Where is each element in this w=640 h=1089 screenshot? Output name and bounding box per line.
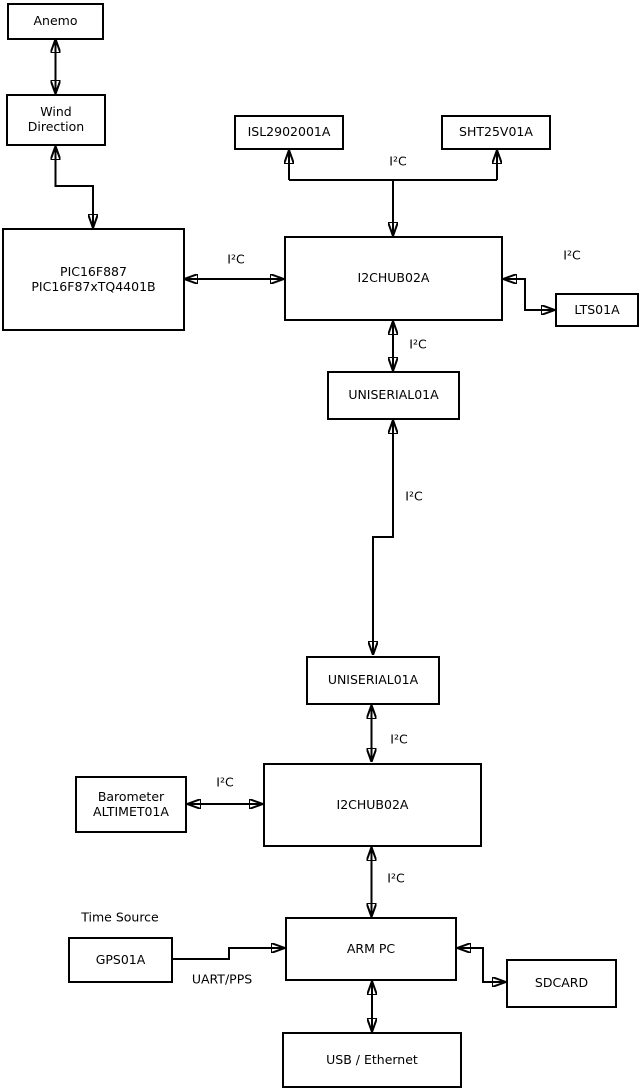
node-pic16f887: PIC16F887 PIC16F87xTQ4401B xyxy=(2,228,185,331)
node-uniserial01a-bottom-label: UNISERIAL01A xyxy=(327,672,419,688)
edge-uniserial1-uniserial2 xyxy=(373,420,393,655)
node-uniserial01a-top-label: UNISERIAL01A xyxy=(348,387,439,403)
edge-label-i2c-uniserial-hub2: I²C xyxy=(390,731,408,747)
edge-gps-armpc xyxy=(173,948,285,960)
node-sdcard: SDCARD xyxy=(506,959,617,1008)
node-uniserial01a-top: UNISERIAL01A xyxy=(327,371,460,420)
node-sdcard-label: SDCARD xyxy=(534,975,589,991)
edge-label-uart-pps: UART/PPS xyxy=(191,971,253,987)
edge-label-i2c-hub-uniserial: I²C xyxy=(409,336,427,352)
node-anemo: Anemo xyxy=(7,3,104,40)
edge-label-i2c-barometer-hub2: I²C xyxy=(216,774,234,790)
node-usb-ethernet-label: USB / Ethernet xyxy=(326,1051,418,1067)
node-i2chub02a-bottom-label: I2CHUB02A xyxy=(336,796,409,812)
node-sht25v01a: SHT25V01A xyxy=(441,115,551,150)
node-sht25v01a-label: SHT25V01A xyxy=(459,124,533,140)
node-arm-pc: ARM PC xyxy=(285,917,457,981)
node-i2chub02a-bottom: I2CHUB02A xyxy=(263,763,482,847)
edge-label-i2c-uniserial-link: I²C xyxy=(405,488,423,504)
node-wind-direction: Wind Direction xyxy=(6,94,106,146)
edge-hub1-lts xyxy=(503,279,555,310)
edge-wind-pic xyxy=(56,146,94,228)
node-barometer-altimet01a: Barometer ALTIMET01A xyxy=(75,776,187,833)
annotation-time-source: Time Source xyxy=(81,909,159,925)
edge-label-i2c-bus-top: I²C xyxy=(389,153,407,169)
edge-label-i2c-hub2-armpc: I²C xyxy=(387,870,405,886)
edge-armpc-sdcard xyxy=(457,948,506,982)
node-wind-direction-label-line1: Wind xyxy=(40,104,72,120)
node-uniserial01a-bottom: UNISERIAL01A xyxy=(306,656,440,705)
node-isl2902001a: ISL2902001A xyxy=(234,115,344,150)
node-lts01a-label: LTS01A xyxy=(574,301,620,317)
node-gps01a: GPS01A xyxy=(68,937,173,983)
node-lts01a: LTS01A xyxy=(555,293,639,327)
node-wind-direction-label-line2: Direction xyxy=(27,119,85,134)
node-pic16f887-label-line2: PIC16F87xTQ4401B xyxy=(31,278,156,294)
node-barometer-label-line2: ALTIMET01A xyxy=(93,803,169,819)
node-usb-ethernet: USB / Ethernet xyxy=(282,1032,462,1088)
node-i2chub02a-top: I2CHUB02A xyxy=(284,236,503,321)
node-anemo-label: Anemo xyxy=(33,13,78,29)
edge-label-i2c-pic-hub: I²C xyxy=(227,251,245,267)
edge-label-i2c-hub-lts: I²C xyxy=(563,247,581,263)
node-arm-pc-label: ARM PC xyxy=(346,940,396,956)
node-pic16f887-label-line1: PIC16F887 xyxy=(60,263,127,279)
node-gps01a-label: GPS01A xyxy=(95,951,146,967)
node-barometer-label-line1: Barometer xyxy=(97,788,165,804)
node-isl2902001a-label: ISL2902001A xyxy=(247,124,331,140)
node-i2chub02a-top-label: I2CHUB02A xyxy=(357,270,430,286)
